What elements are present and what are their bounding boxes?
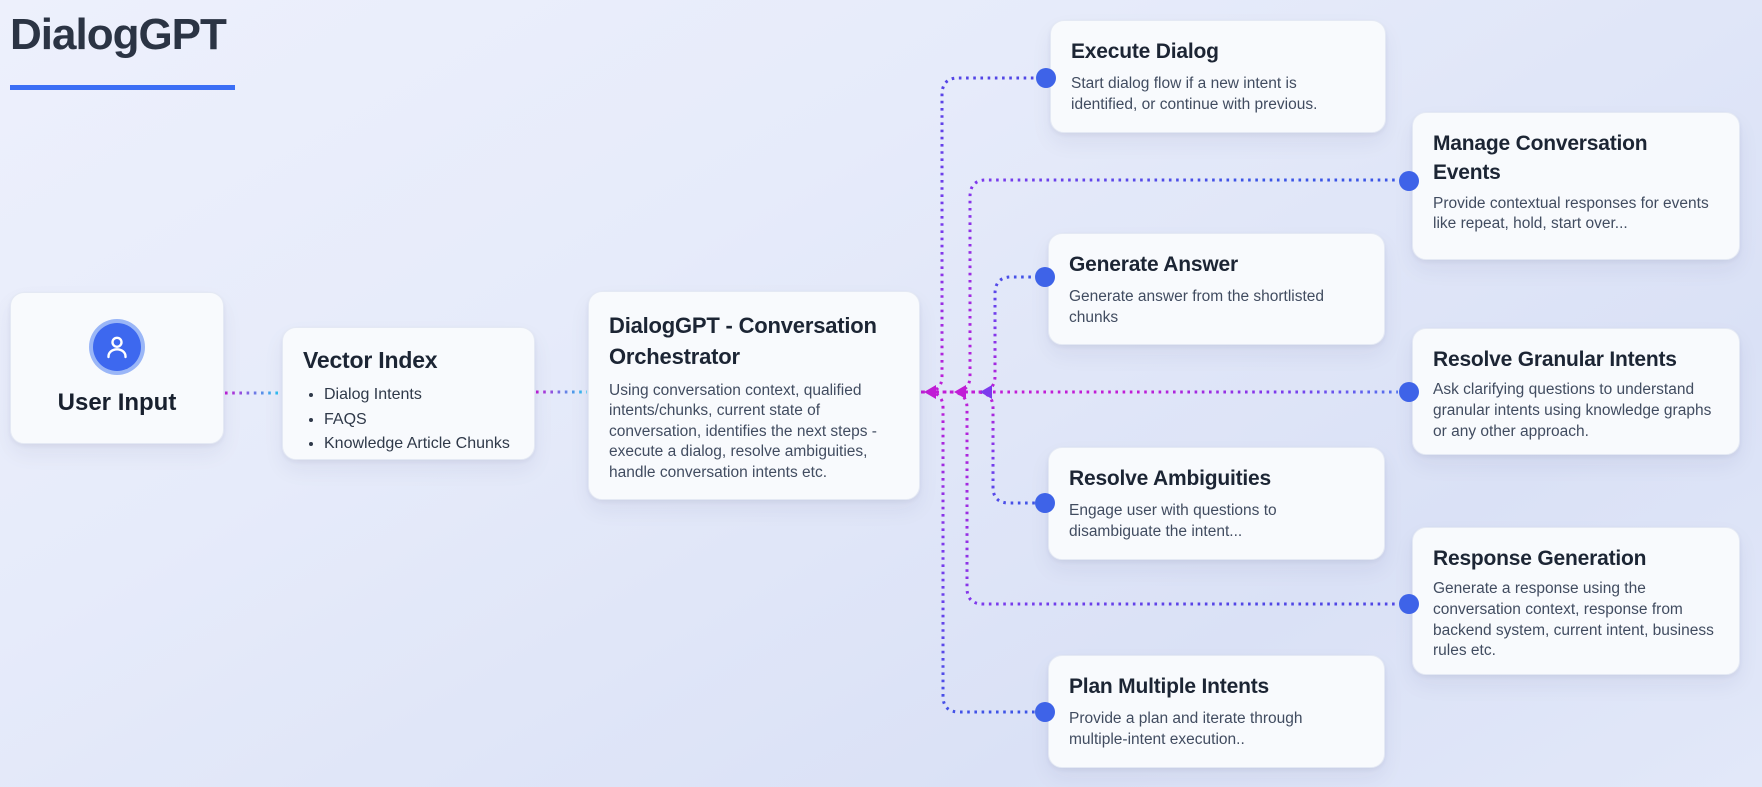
page-title: DialogGPT (10, 10, 227, 59)
orchestrator-description: Using conversation context, qualified in… (609, 381, 877, 482)
node-description: Generate answer from the shortlisted chu… (1069, 288, 1325, 326)
edge-orchestrator-to-resolve-ambiguities (922, 390, 1035, 505)
list-item: Dialog Intents (324, 384, 514, 406)
node-description: Start dialog flow if a new intent is ide… (1071, 75, 1318, 113)
node-plan-multiple-intents[interactable]: Plan Multiple Intents Provide a plan and… (1048, 655, 1385, 768)
node-description: Provide contextual responses for events … (1433, 194, 1709, 233)
node-title: Resolve Ambiguities (1069, 467, 1271, 490)
node-description: Engage user with questions to disambigua… (1069, 502, 1277, 540)
node-vector-index[interactable]: Vector Index Dialog Intents FAQS Knowled… (282, 327, 535, 460)
vector-index-list: Dialog Intents FAQS Knowledge Article Ch… (303, 384, 514, 455)
edge-orchestrator-to-plan-multiple (922, 390, 1036, 714)
avatar (89, 319, 145, 375)
node-orchestrator[interactable]: DialogGPT - Conversation Orchestrator Us… (588, 291, 920, 500)
node-description: Ask clarifying questions to understand g… (1433, 381, 1712, 440)
node-description: Provide a plan and iterate through multi… (1069, 710, 1303, 748)
node-description: Generate a response using the conversati… (1433, 580, 1714, 660)
edge-orchestrator-to-execute-dialog (922, 76, 1036, 394)
node-response-generation[interactable]: Response Generation Generate a response … (1412, 527, 1740, 675)
list-item: FAQS (324, 409, 514, 431)
connection-handles (1035, 68, 1419, 722)
edge-arrowhead-icon (954, 385, 966, 399)
node-manage-conversation-events[interactable]: Manage Conversation Events Provide conte… (1412, 112, 1740, 260)
edge-arrowhead-icon (980, 385, 992, 399)
node-title: Execute Dialog (1071, 40, 1219, 63)
node-resolve-granular-intents[interactable]: Resolve Granular Intents Ask clarifying … (1412, 328, 1740, 455)
node-resolve-ambiguities[interactable]: Resolve Ambiguities Engage user with que… (1048, 447, 1385, 560)
node-generate-answer[interactable]: Generate Answer Generate answer from the… (1048, 233, 1385, 345)
vector-index-title: Vector Index (303, 347, 438, 373)
orchestrator-title: DialogGPT - Conversation Orchestrator (609, 313, 877, 369)
node-execute-dialog[interactable]: Execute Dialog Start dialog flow if a ne… (1050, 20, 1386, 133)
edge-orchestrator-to-generate-answer (922, 275, 1035, 394)
edge-arrowhead-icon (924, 385, 936, 399)
user-input-label: User Input (57, 389, 177, 416)
node-title: Response Generation (1433, 547, 1647, 570)
node-title: Plan Multiple Intents (1069, 675, 1269, 698)
node-title: Manage Conversation Events (1433, 132, 1648, 185)
user-icon (107, 336, 127, 359)
node-title: Generate Answer (1069, 253, 1238, 276)
node-title: Resolve Granular Intents (1433, 348, 1677, 371)
list-item: Knowledge Article Chunks (324, 433, 514, 455)
title-underline (10, 85, 235, 90)
node-user-input[interactable]: User Input (10, 292, 224, 444)
